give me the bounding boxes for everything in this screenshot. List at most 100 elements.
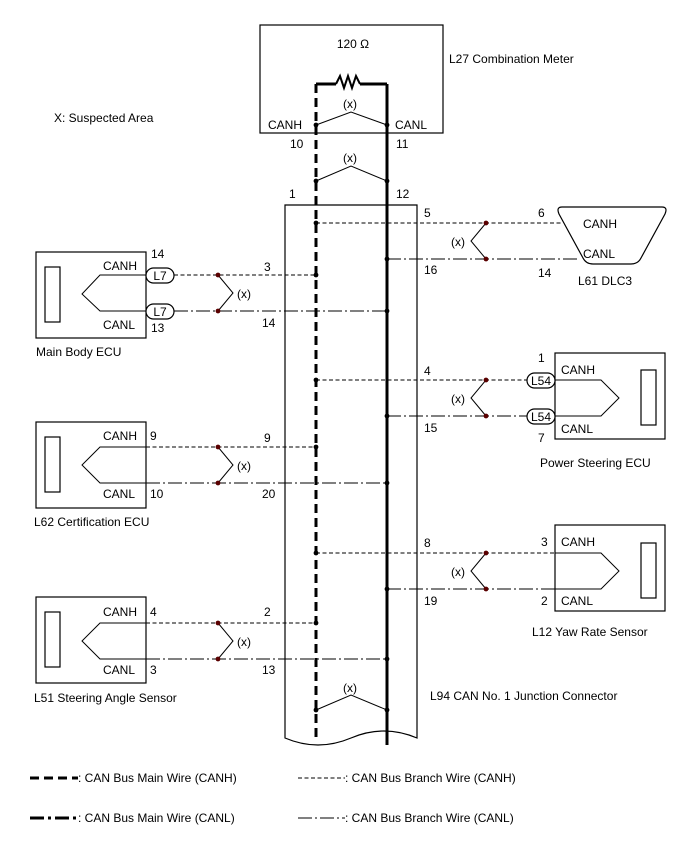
meter-canl-label: CANL [395,118,427,132]
main-body-pin-canh: 14 [151,247,165,261]
trunk-twist-top [315,165,388,182]
yaw-rate-twist [470,552,487,590]
yaw-rate-sensor-name: L12 Yaw Rate Sensor [532,625,648,639]
jc-pin-1: 1 [289,187,296,201]
legend-branch-canh: : CAN Bus Branch Wire (CANH) [345,771,516,785]
node-dot [384,122,390,128]
node-dot [313,707,319,713]
resistor-icon [335,72,361,92]
main-body-conn-canl: L7 [153,305,167,319]
transceiver-icon [81,446,146,484]
ecu-module-icon [44,436,61,493]
transceiver-icon [555,379,620,417]
combination-meter-box [259,24,444,134]
ecu-module-icon [44,611,61,668]
combination-meter: 120 Ω CANH CANL L27 Combination Meter 10… [259,24,574,151]
main-body-canl-label: CANL [103,318,135,332]
certification-canh-label: CANH [103,429,137,443]
junction-connector: 1 12 L94 CAN No. 1 Junction Connector (x… [284,151,617,746]
steering-angle-twist-x: (x) [237,635,251,649]
meter-canh-label: CANH [268,118,302,132]
node-dot [384,656,390,662]
dlc3-connector-icon [557,206,667,265]
dlc3-canh-label: CANH [583,217,617,231]
certification-ecu: CANH CANL L62 Certification ECU 9 10 (x)… [34,421,390,529]
node-dot [384,413,390,419]
node-dot [384,586,390,592]
node-dot [313,122,319,128]
node-dot [384,178,390,184]
meter-pin-canl: 11 [396,137,409,151]
suspected-area-note: X: Suspected Area [54,111,154,125]
yaw-rate-pin-canl: 2 [541,594,548,608]
legend-main-canl: : CAN Bus Main Wire (CANL) [78,811,235,825]
power-steering-ecu: CANH CANL Power Steering ECU 1 7 L54 L54… [313,351,666,470]
legend: : CAN Bus Main Wire (CANH) : CAN Bus Mai… [30,771,516,825]
node-dot [313,178,319,184]
power-steering-canh-label: CANH [561,363,595,377]
node-dot [313,272,319,278]
jc-pin-power-steering-canh: 4 [424,364,431,378]
trunk-twist-bottom-x: (x) [343,681,357,695]
node-dot [215,272,221,278]
main-body-canh-label: CANH [103,259,137,273]
node-dot [313,377,319,383]
steering-angle-canh-label: CANH [103,605,137,619]
jc-pin-12: 12 [396,187,410,201]
node-dot [215,620,221,626]
main-body-twist [217,274,234,312]
main-body-ecu-name: Main Body ECU [36,345,121,359]
node-dot [215,480,221,486]
dlc3-twist-x: (x) [451,235,465,249]
node-dot [384,480,390,486]
meter-twist-x: (x) [343,97,357,111]
ecu-module-icon [640,542,657,599]
main-body-pin-canl: 13 [151,321,165,335]
jc-pin-main-body-canh: 3 [264,260,271,274]
trunk-twist-bottom [315,694,388,711]
node-dot [313,550,319,556]
transceiver-icon [555,552,620,590]
trunk-twist-top-x: (x) [343,151,357,165]
jc-pin-power-steering-canl: 15 [424,421,438,435]
steering-angle-sensor-name: L51 Steering Angle Sensor [34,691,177,705]
dlc3-pin-canh: 6 [538,206,545,220]
jc-pin-steering-angle-canh: 2 [264,605,271,619]
power-steering-canl-label: CANL [561,422,593,436]
ecu-module-icon [640,369,657,426]
jc-pin-main-body-canl: 14 [262,316,276,330]
node-dot [313,620,319,626]
node-dot [384,256,390,262]
junction-connector-name: L94 CAN No. 1 Junction Connector [430,689,617,703]
dlc3: CANH CANL L61 DLC3 6 14 5 16 (x) [313,206,667,288]
node-dot [384,707,390,713]
certification-pin-canl: 10 [150,487,164,501]
main-body-ecu: CANH CANL Main Body ECU 14 13 L7 L7 (x) … [35,247,390,359]
meter-pin-canh: 10 [290,137,304,151]
jc-pin-yaw-rate-canh: 8 [424,536,431,550]
connector-tag [526,372,556,389]
steering-angle-twist [217,622,234,660]
node-dot [483,586,489,592]
certification-twist [217,446,234,484]
legend-branch-canl: : CAN Bus Branch Wire (CANL) [345,811,514,825]
power-steering-twist-x: (x) [451,392,465,406]
yaw-rate-canh-label: CANH [561,535,595,549]
yaw-rate-pin-canh: 3 [541,535,548,549]
yaw-rate-sensor: CANH CANL L12 Yaw Rate Sensor 3 2 (x) 8 … [313,524,666,639]
node-dot [483,413,489,419]
resistor-label: 120 Ω [337,37,369,51]
meter-name: L27 Combination Meter [449,52,574,66]
main-body-conn-canh: L7 [153,269,167,283]
certification-canl-label: CANL [103,487,135,501]
legend-main-canh: : CAN Bus Main Wire (CANH) [78,771,237,785]
jc-pin-steering-angle-canl: 13 [262,663,276,677]
jc-pin-certification-canh: 9 [264,431,271,445]
power-steering-pin-canh: 1 [538,351,545,365]
node-dot [313,220,319,226]
jc-pin-yaw-rate-canl: 19 [424,594,438,608]
steering-angle-sensor: CANH CANL L51 Steering Angle Sensor 4 3 … [34,596,390,705]
connector-tag [145,267,175,284]
node-dot [483,377,489,383]
